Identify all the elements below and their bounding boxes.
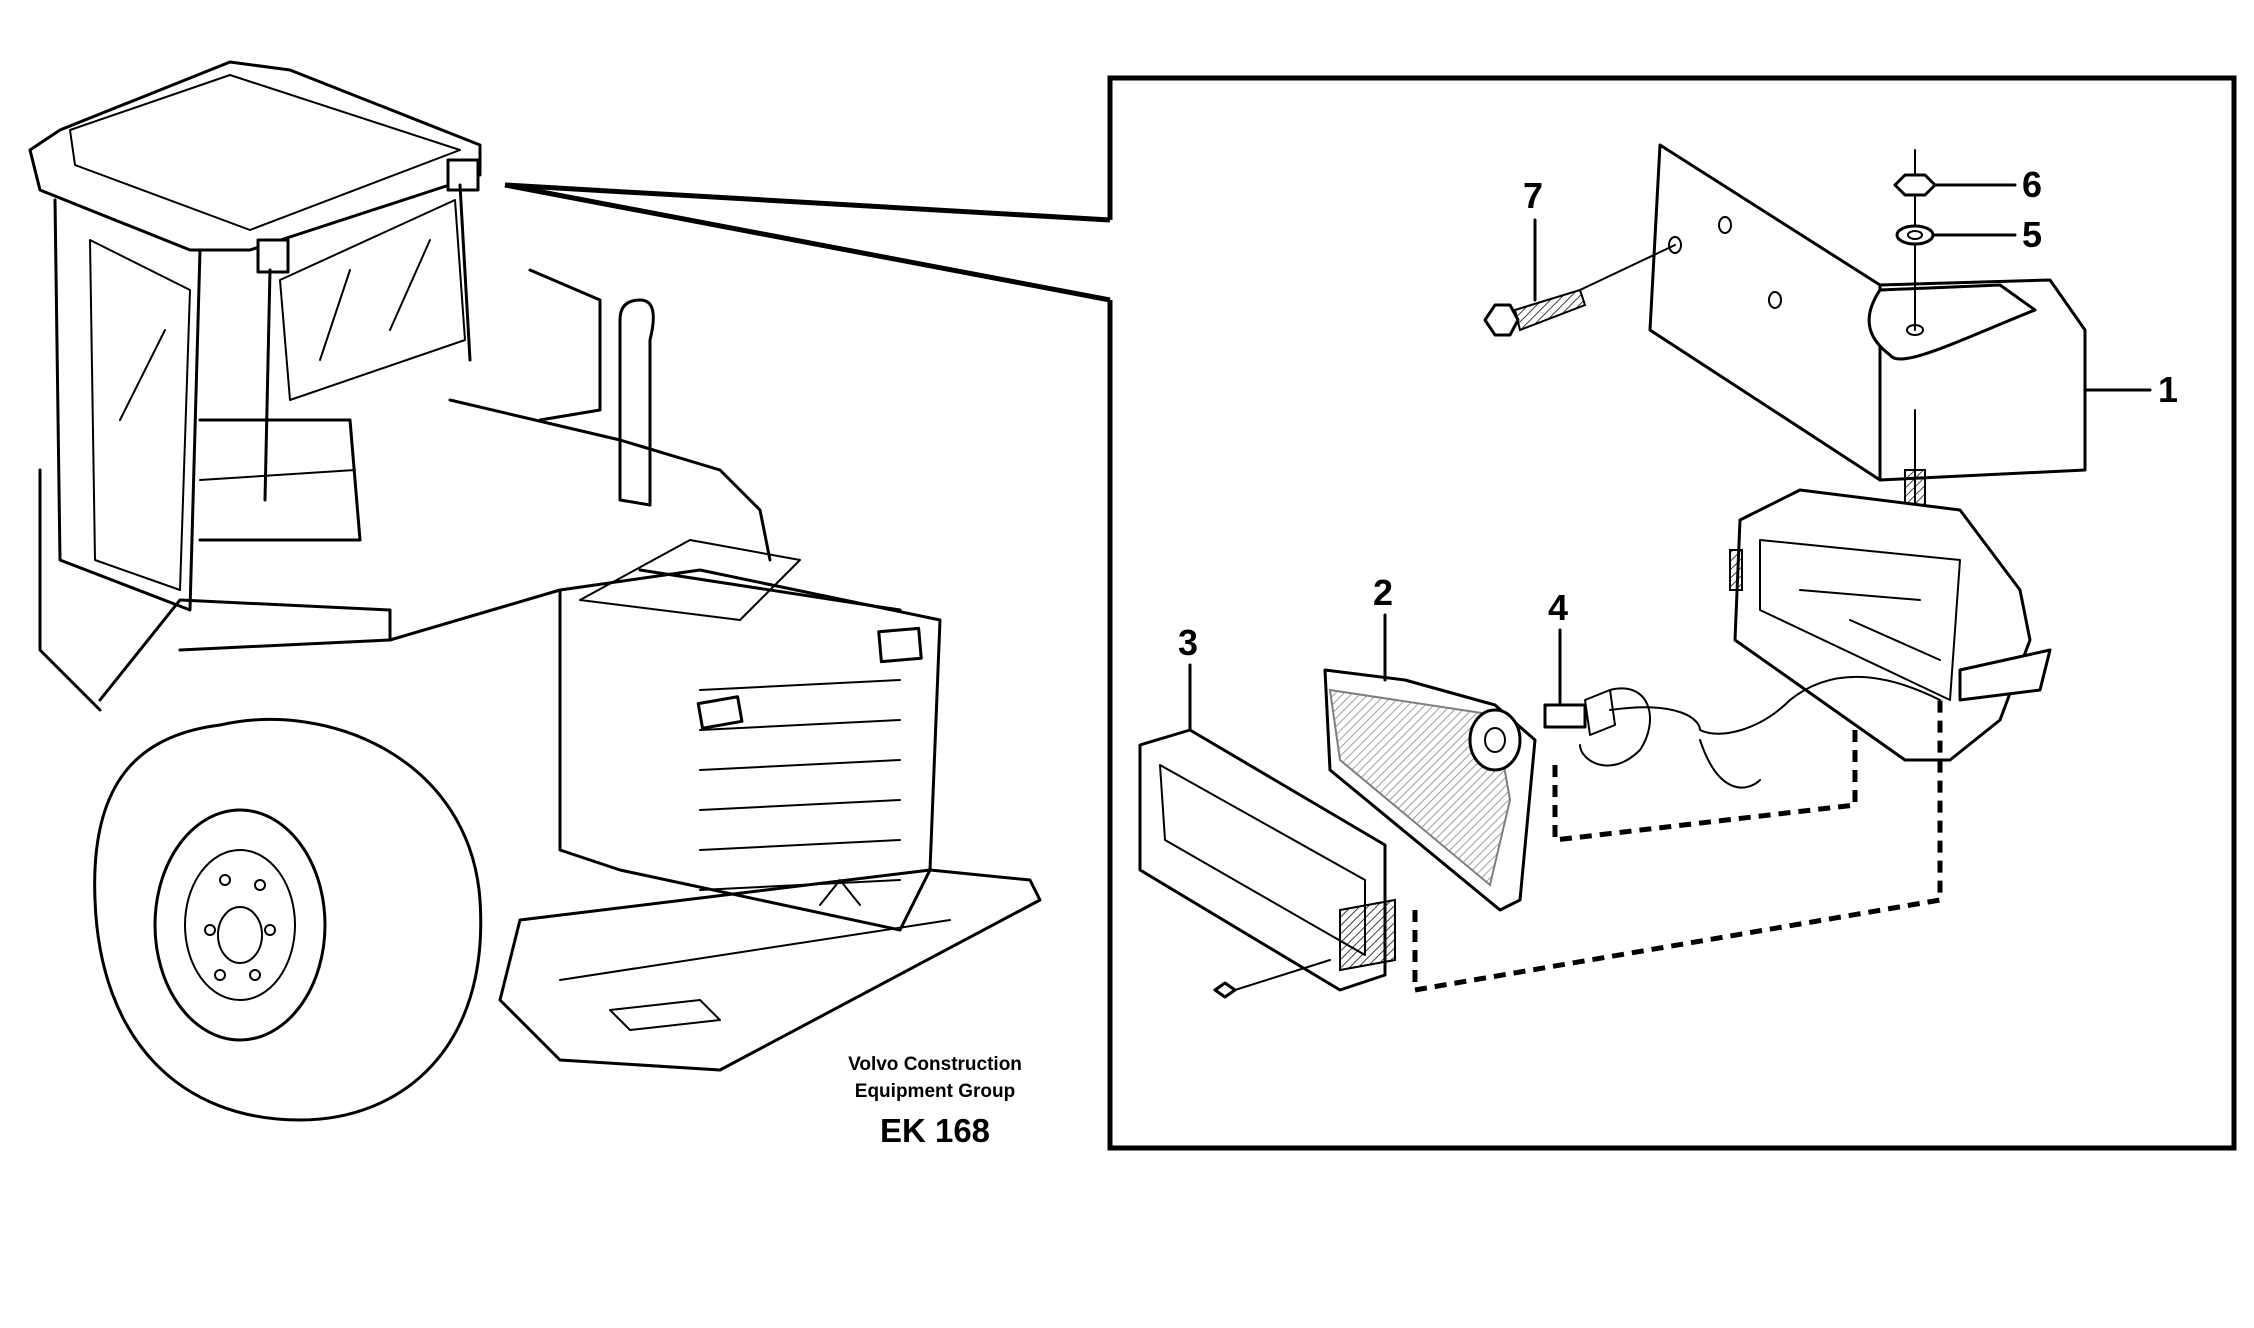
- caption-line-1: Volvo Construction: [848, 1054, 1022, 1075]
- callout-label-1: 1: [2158, 369, 2178, 410]
- bracket-part-1: [1648, 143, 2087, 482]
- callout-label-4: 4: [1548, 587, 1568, 628]
- zoom-lines: [504, 182, 1111, 303]
- illustration-code: EK 168: [880, 1112, 990, 1149]
- lamp-housing: [1729, 488, 2052, 762]
- callout-label-3: 3: [1178, 622, 1198, 663]
- detail-frame: [1107, 75, 2237, 1151]
- callout-label-6: 6: [2022, 164, 2042, 205]
- callout-label-5: 5: [2022, 214, 2042, 255]
- callout-3: 3: [1178, 622, 1198, 732]
- caption-block: Volvo Construction Equipment Group EK 16…: [848, 1054, 1022, 1149]
- callout-2: 2: [1373, 572, 1393, 682]
- callout-1: 1: [2083, 369, 2178, 410]
- callout-4: 4: [1548, 587, 1568, 707]
- callout-label-7: 7: [1523, 175, 1543, 216]
- bulb-part-4: [1543, 675, 1941, 789]
- callout-6: 6: [1933, 164, 2042, 205]
- callout-5: 5: [1931, 214, 2042, 255]
- callout-7: 7: [1523, 175, 1543, 302]
- wiring-dashes: [1412, 700, 1943, 993]
- reflector-part-2: [1323, 668, 1537, 912]
- bezel-part-3: [1138, 728, 1396, 999]
- wheel-loader-overview: [28, 60, 1042, 1122]
- callout-label-2: 2: [1373, 572, 1393, 613]
- caption-line-2: Equipment Group: [855, 1081, 1015, 1102]
- bolt-part-7: [1483, 244, 1676, 337]
